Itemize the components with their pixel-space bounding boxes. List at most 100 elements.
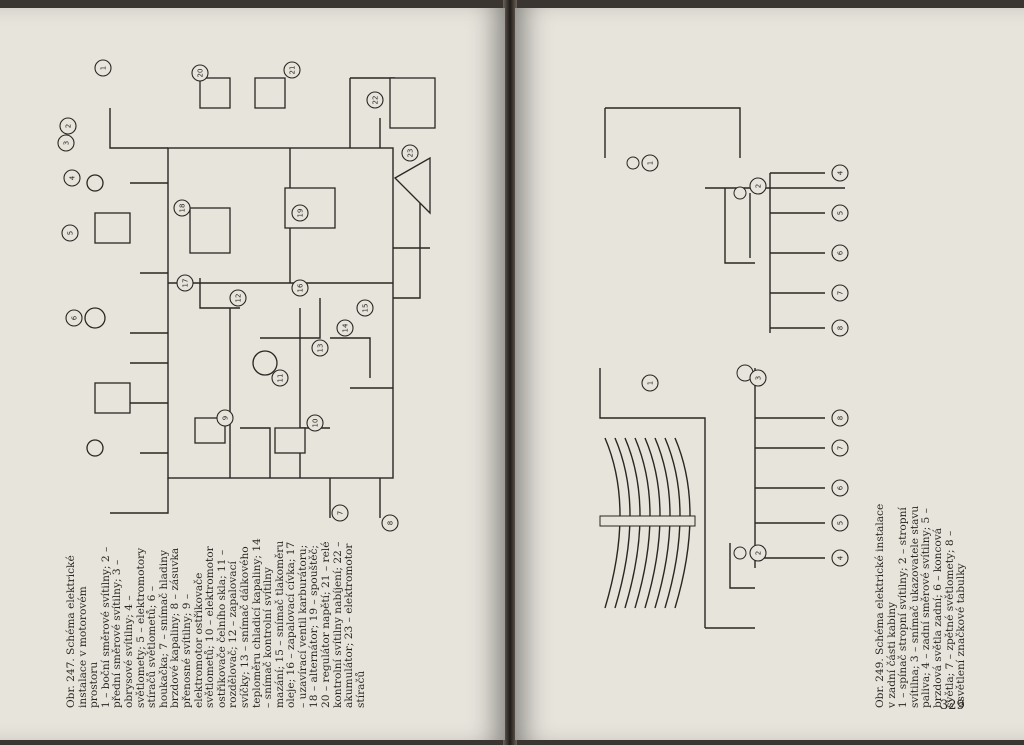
right-page: 1 2 4 5 6 7 8 1 2 3 8 7 6 5 4 Obr. 249. Schéma elektri… xyxy=(515,8,1024,740)
left-callout-label-4: 4 xyxy=(69,175,77,180)
right-callout-5 xyxy=(831,204,849,222)
left-callout-3 xyxy=(57,134,75,152)
left-callout-10 xyxy=(306,414,324,432)
right-callout-label-4: 4 xyxy=(837,555,845,560)
left-callout-2 xyxy=(59,117,77,135)
right-callout-label-7: 7 xyxy=(837,446,845,450)
right-callout-label-2: 2 xyxy=(755,184,763,188)
left-callout-label-3: 3 xyxy=(63,141,71,145)
right-callout-6 xyxy=(831,244,849,262)
left-callout-label-17: 17 xyxy=(182,279,190,288)
left-callout-label-1: 1 xyxy=(100,66,108,70)
right-callout-label-3: 3 xyxy=(755,376,763,380)
right-callout-label-4: 4 xyxy=(837,170,845,175)
right-callout-1 xyxy=(641,374,659,392)
left-callout-label-19: 19 xyxy=(297,209,305,218)
right-callout-label-8: 8 xyxy=(837,326,845,330)
left-callout-label-10: 10 xyxy=(312,419,320,428)
left-callout-5 xyxy=(61,224,79,242)
left-callout-label-5: 5 xyxy=(67,231,75,235)
left-callout-label-22: 22 xyxy=(372,96,380,105)
left-callout-1 xyxy=(94,59,112,77)
wiper-motor-shape xyxy=(393,156,431,215)
headlamp-wiper-shape xyxy=(94,212,131,244)
figure-249-caption: Obr. 249. Schéma elektrické instalace v … xyxy=(874,503,968,708)
right-callout-2 xyxy=(749,544,767,562)
page-number: 329 xyxy=(940,698,965,713)
right-callout-label-1: 1 xyxy=(647,161,655,165)
left-callout-18 xyxy=(173,199,191,217)
right-callout-5 xyxy=(831,514,849,532)
cabin-wiring-diagram: 1 2 4 5 6 7 8 1 2 3 8 7 6 5 4 xyxy=(599,107,849,629)
headlamp-wiper-shape-2 xyxy=(94,382,131,414)
right-callout-8 xyxy=(831,409,849,427)
right-callout-label-2: 2 xyxy=(755,551,763,555)
left-callout-20 xyxy=(191,64,209,82)
left-callout-12 xyxy=(229,289,247,307)
headlamp-shape xyxy=(86,174,104,192)
left-callout-label-13: 13 xyxy=(317,344,325,353)
dome-light-shape-2 xyxy=(733,546,747,560)
starter-shape xyxy=(284,187,336,229)
relay-shape xyxy=(254,77,286,109)
left-callout-label-2: 2 xyxy=(65,124,73,128)
left-callout-label-16: 16 xyxy=(297,283,305,292)
left-callout-label-12: 12 xyxy=(235,294,243,303)
right-callout-label-1: 1 xyxy=(647,381,655,385)
left-callout-6 xyxy=(65,309,83,327)
connector-block xyxy=(599,515,696,527)
horn-shape xyxy=(84,307,106,329)
left-callout-label-14: 14 xyxy=(342,323,350,332)
right-callout-8 xyxy=(831,319,849,337)
left-callout-17 xyxy=(176,274,194,292)
left-callout-label-7: 7 xyxy=(337,511,345,515)
left-callout-22 xyxy=(366,91,384,109)
right-callout-7 xyxy=(831,284,849,302)
right-callout-1 xyxy=(641,154,659,172)
left-callout-8 xyxy=(381,514,399,532)
left-callout-9 xyxy=(216,409,234,427)
left-callout-14 xyxy=(336,319,354,337)
left-callout-16 xyxy=(291,279,309,297)
figure-247-caption: Obr. 247. Schéma elektrické instalace v … xyxy=(65,538,367,708)
right-callout-4 xyxy=(831,549,849,567)
left-callout-13 xyxy=(311,339,329,357)
left-callout-label-20: 20 xyxy=(197,69,205,78)
right-callout-2 xyxy=(749,177,767,195)
right-callout-3 xyxy=(749,369,767,387)
alternator-shape xyxy=(189,207,231,254)
left-callout-label-9: 9 xyxy=(222,416,230,420)
headlamp-shape-2 xyxy=(86,439,104,457)
left-callout-label-15: 15 xyxy=(362,304,370,313)
right-callout-label-6: 6 xyxy=(837,485,845,490)
left-callout-label-6: 6 xyxy=(71,315,79,320)
left-callout-label-23: 23 xyxy=(407,149,415,158)
regulator-shape xyxy=(199,77,231,109)
switch-shape xyxy=(626,156,640,170)
left-callout-11 xyxy=(271,369,289,387)
right-callout-markers: 1 2 4 5 6 7 8 1 2 3 8 7 6 5 4 xyxy=(641,154,849,567)
right-callout-label-5: 5 xyxy=(837,521,845,525)
right-callout-label-6: 6 xyxy=(837,250,845,255)
left-callout-7 xyxy=(331,504,349,522)
book-gutter xyxy=(503,0,517,745)
right-callout-4 xyxy=(831,164,849,182)
left-callout-15 xyxy=(356,299,374,317)
left-callout-label-11: 11 xyxy=(277,374,285,383)
left-callout-21 xyxy=(283,61,301,79)
windshield-washer-shape xyxy=(274,427,306,454)
dome-light-shape xyxy=(733,186,747,200)
left-callout-19 xyxy=(291,204,309,222)
right-callout-label-7: 7 xyxy=(837,291,845,295)
left-callout-label-18: 18 xyxy=(179,204,187,213)
left-callout-23 xyxy=(401,144,419,162)
right-callout-7 xyxy=(831,439,849,457)
battery-shape xyxy=(389,77,436,129)
distributor-shape xyxy=(252,350,278,376)
right-callout-label-5: 5 xyxy=(837,211,845,215)
left-callout-label-8: 8 xyxy=(387,521,395,525)
right-callout-label-8: 8 xyxy=(837,416,845,420)
